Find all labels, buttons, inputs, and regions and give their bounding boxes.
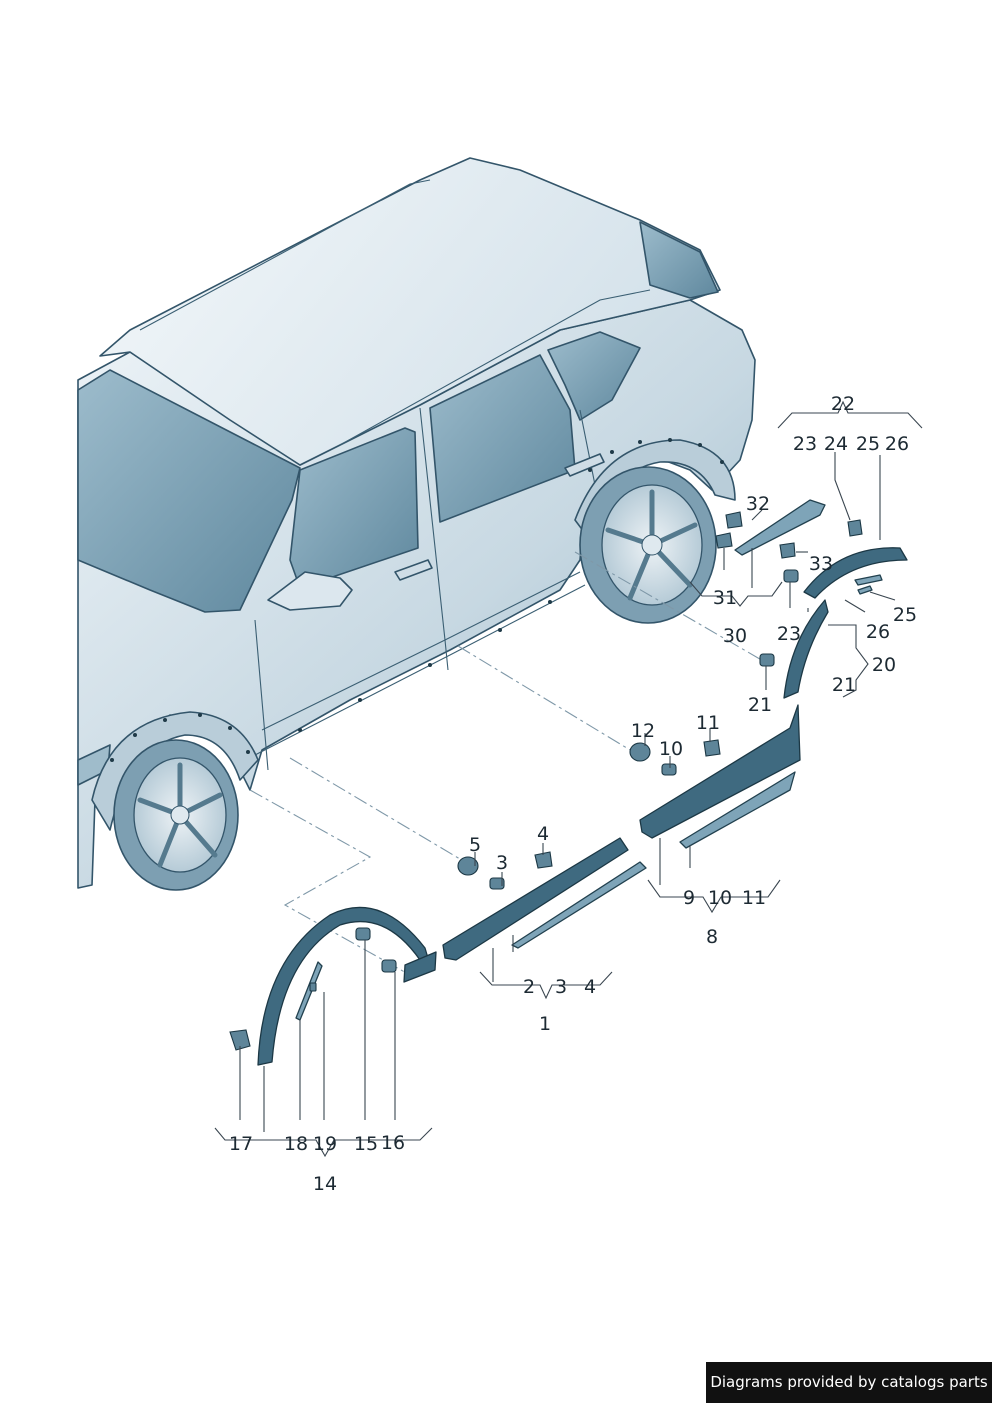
callout-26-strip: 26 [866,621,890,643]
part-clip-4 [534,851,553,869]
vehicle-door-handle [394,559,433,581]
part-bracket-31 [734,499,826,556]
callout-10-screw: 10 [659,738,683,760]
part-clip-32 [725,511,743,529]
callout-9: 9 [683,887,695,909]
part-screw-3 [489,877,505,890]
vehicle-illustration [77,157,756,891]
vehicle-rear-glass [639,221,719,299]
callout-32: 32 [746,493,770,515]
callout-15: 15 [354,1133,378,1155]
part-clip-21 [759,653,775,667]
part-front-arch-trim [257,906,431,1066]
leader-lines [214,400,923,1158]
callout-5: 5 [469,834,481,856]
vehicle-roof [99,157,721,466]
callout-16: 16 [381,1132,405,1154]
callout-3-screw: 3 [496,852,508,874]
part-clip-15 [355,927,371,941]
callout-23: 23 [793,433,817,455]
part-bracket-17 [229,1029,251,1051]
part-front-door-trim-strip [511,861,647,949]
callout-21-bracket: 21 [832,674,856,696]
callout-25-strip: 25 [893,604,917,626]
credit-banner: Diagrams provided by catalogs parts [706,1362,992,1403]
callout-17: 17 [229,1133,253,1155]
parts [229,499,908,1066]
part-clip-31b [715,532,733,549]
part-rear-door-trim [639,704,801,839]
part-clip-16 [381,959,397,973]
vehicle-door-handle [564,453,605,477]
callout-24: 24 [824,433,848,455]
callout-19: 19 [313,1133,337,1155]
vehicle-roof-rail [339,289,651,446]
projection-lines [249,551,766,976]
callout-8: 8 [706,926,718,948]
callout-4-clip: 4 [537,823,549,845]
part-clip-23 [783,569,799,583]
callout-12: 12 [631,720,655,742]
vehicle-windshield [77,369,301,613]
part-front-door-trim [442,837,629,961]
callout-33: 33 [809,553,833,575]
vehicle-rear-hub [641,534,663,556]
part-grommet-12 [629,742,651,762]
part-screw-10 [661,763,677,776]
callout-11-clip: 11 [696,712,720,734]
callout-23-clip: 23 [777,623,801,645]
callout-11: 11 [742,887,766,909]
vehicle-side-mirror [267,571,353,611]
callout-10: 10 [708,887,732,909]
part-front-arch-end [403,951,437,983]
part-screw-33 [779,542,796,559]
callout-31: 31 [713,587,737,609]
part-grommet-5 [457,856,479,876]
callout-4: 4 [584,976,596,998]
part-front-arch-strip-18 [295,961,323,1021]
callout-26: 26 [885,433,909,455]
part-strip-25 [854,574,883,586]
vehicle-rocker-line [261,571,581,731]
part-clip-19 [309,982,317,992]
part-rear-arch-trim-22 [803,547,908,599]
part-strip-26 [857,585,873,595]
vehicle-rocker-line [254,584,586,756]
callout-21-clip: 21 [748,694,772,716]
callout-25: 25 [856,433,880,455]
vehicle-fastener-points [110,438,724,762]
callout-1: 1 [539,1013,551,1035]
callout-30: 30 [723,625,747,647]
vehicle-front-door-window [289,427,419,589]
callout-3: 3 [555,976,567,998]
callout-labels: 1 2 3 4 3 4 5 8 9 10 11 10 11 12 14 15 1… [229,393,917,1195]
callout-22: 22 [831,393,855,415]
part-rear-arch-trim-20 [783,599,829,699]
callout-14: 14 [313,1173,337,1195]
vehicle-door-line [254,619,269,771]
vehicle-quarter-window [547,331,641,421]
part-clip-11 [703,739,721,757]
vehicle-roof-rail [139,179,431,331]
vehicle-front-hub [170,805,190,825]
callout-18: 18 [284,1133,308,1155]
vehicle-rear-door-window [429,354,576,523]
callout-2: 2 [523,976,535,998]
callout-20: 20 [872,654,896,676]
part-rear-door-trim-strip [679,771,796,849]
part-clip-24 [847,519,863,537]
